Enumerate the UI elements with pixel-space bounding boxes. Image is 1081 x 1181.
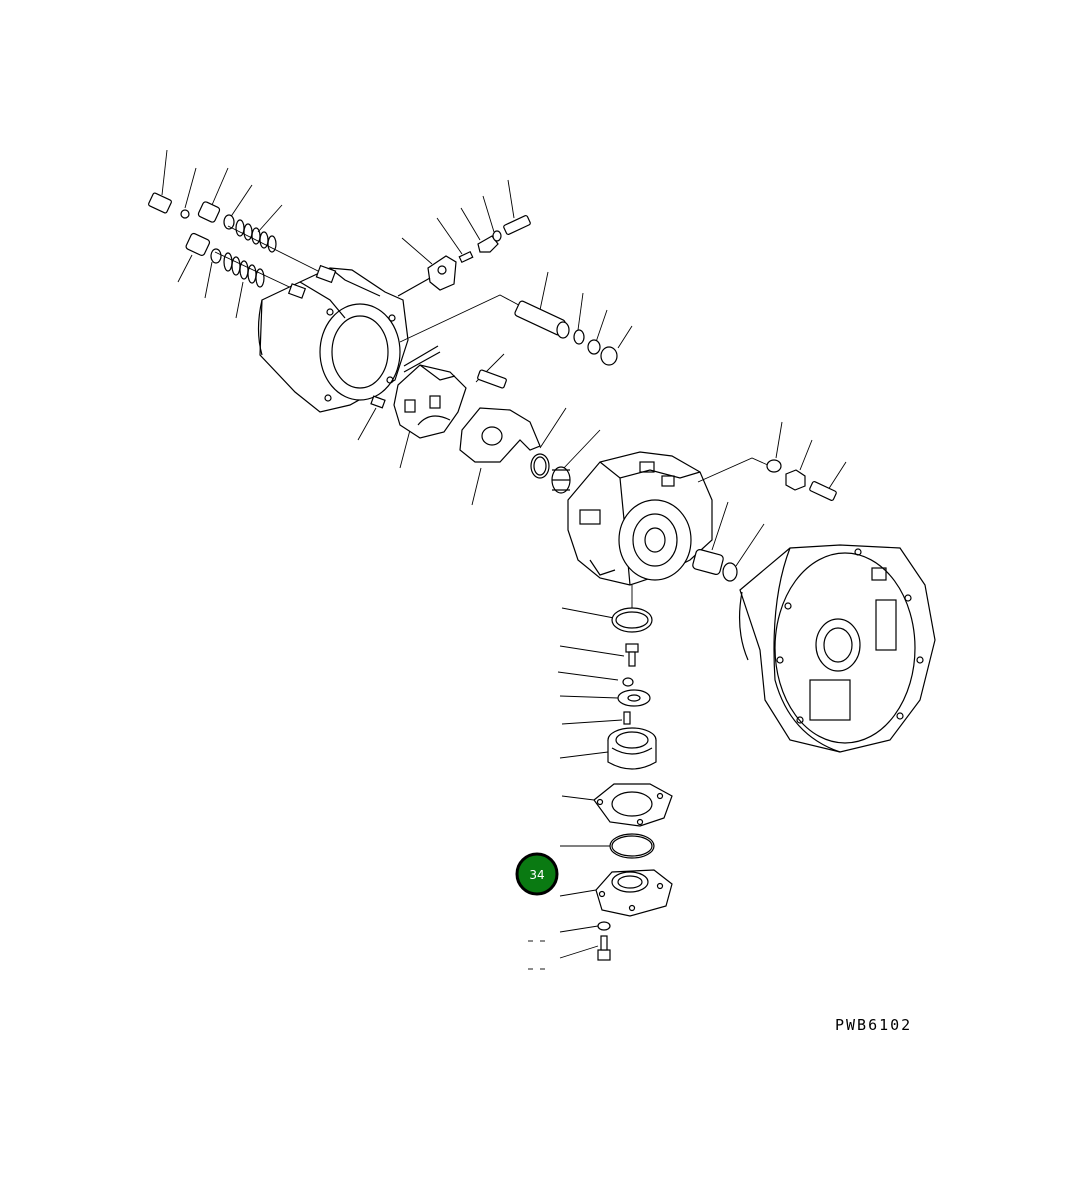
fitting-group bbox=[766, 421, 847, 501]
callout-label: 34 bbox=[529, 868, 544, 882]
pump-head-assembly bbox=[148, 149, 409, 413]
servo-piston-group bbox=[514, 271, 633, 366]
control-lever-group bbox=[397, 179, 531, 297]
swash-plate-group bbox=[357, 345, 601, 506]
drawing-code: PWB6102 bbox=[835, 1016, 913, 1034]
lower-parts-stack bbox=[528, 585, 673, 970]
callout-badge[interactable]: 34 bbox=[515, 852, 559, 896]
bushing-group bbox=[692, 501, 765, 582]
flywheel-housing bbox=[738, 544, 936, 753]
pump-body bbox=[567, 451, 771, 586]
